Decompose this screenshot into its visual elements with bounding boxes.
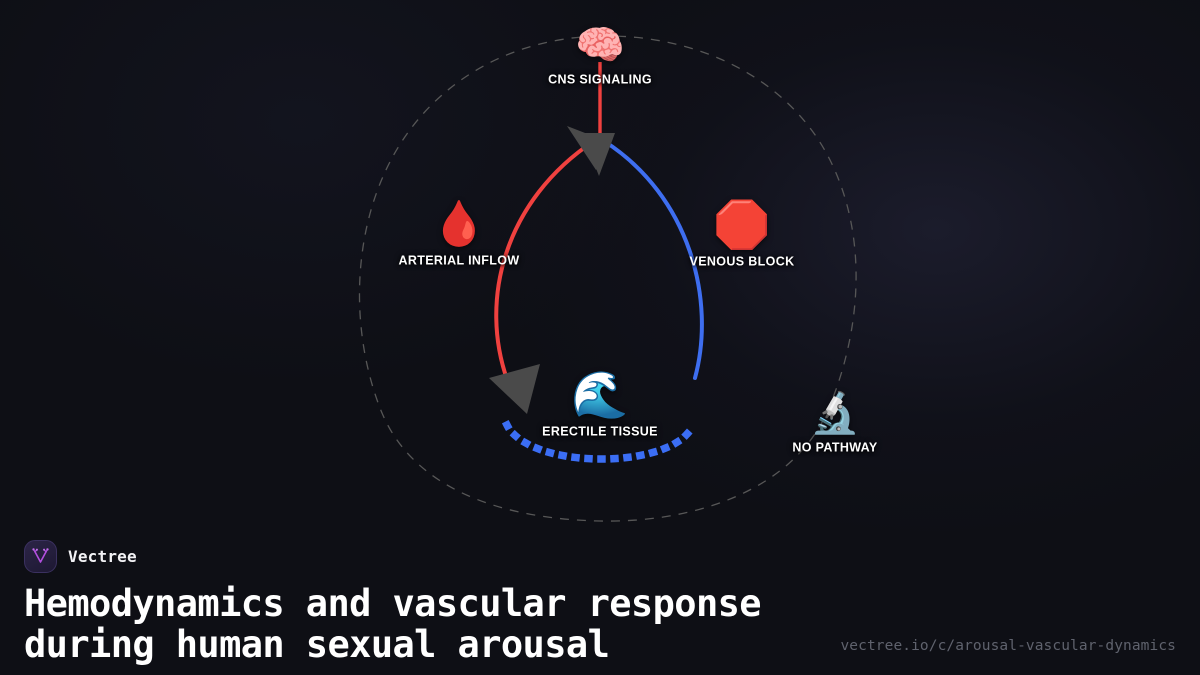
edge-venous-arc bbox=[602, 139, 704, 380]
node-label-venous-block: VENOUS BLOCK bbox=[689, 254, 795, 269]
brand-name: Vectree bbox=[68, 547, 137, 566]
diagram-node-venous-block[interactable]: 🛑 VENOUS BLOCK bbox=[690, 202, 795, 269]
page-url: vectree.io/c/arousal-vascular-dynamics bbox=[840, 638, 1176, 654]
diagram-node-no-pathway[interactable]: 🔬 NO PATHWAY bbox=[792, 394, 877, 455]
diagram-node-erectile-tissue[interactable]: 🌊 ERECTILE TISSUE bbox=[542, 372, 658, 439]
diagram-node-arterial-inflow[interactable]: 🩸 ARTERIAL INFLOW bbox=[398, 198, 520, 268]
node-label-cns-signaling: CNS SIGNALING bbox=[548, 72, 652, 87]
microscope-icon: 🔬 bbox=[810, 390, 860, 437]
stop-sign-icon: 🛑 bbox=[713, 197, 771, 252]
arrowhead-tissue bbox=[489, 364, 540, 414]
node-label-erectile-tissue: ERECTILE TISSUE bbox=[542, 424, 658, 439]
edge-feedback-dotted-arc bbox=[501, 419, 698, 463]
diagram-svg bbox=[358, 35, 857, 522]
node-label-arterial-inflow: ARTERIAL INFLOW bbox=[398, 253, 520, 268]
wave-icon: 🌊 bbox=[571, 367, 629, 422]
page-title: Hemodynamics and vascular response durin… bbox=[24, 582, 762, 666]
arrowhead-top-down bbox=[582, 133, 615, 176]
node-label-no-pathway: NO PATHWAY bbox=[792, 440, 878, 455]
brand[interactable]: Vectree bbox=[24, 540, 137, 573]
footer: Vectree Hemodynamics and vascular respon… bbox=[0, 535, 1200, 675]
blood-drop-icon: 🩸 bbox=[431, 198, 487, 250]
vectree-logo-icon bbox=[24, 540, 57, 573]
diagram-canvas: 🧠 CNS SIGNALING 🩸 ARTERIAL INFLOW 🛑 VENO… bbox=[358, 26, 877, 522]
vectree-glyph bbox=[32, 548, 49, 563]
diagram-node-cns-signaling[interactable]: 🧠 CNS SIGNALING bbox=[548, 26, 652, 87]
boundary-dashed-path bbox=[358, 35, 857, 522]
edge-arterial-arc bbox=[494, 139, 596, 384]
brain-icon: 🧠 bbox=[575, 22, 625, 69]
